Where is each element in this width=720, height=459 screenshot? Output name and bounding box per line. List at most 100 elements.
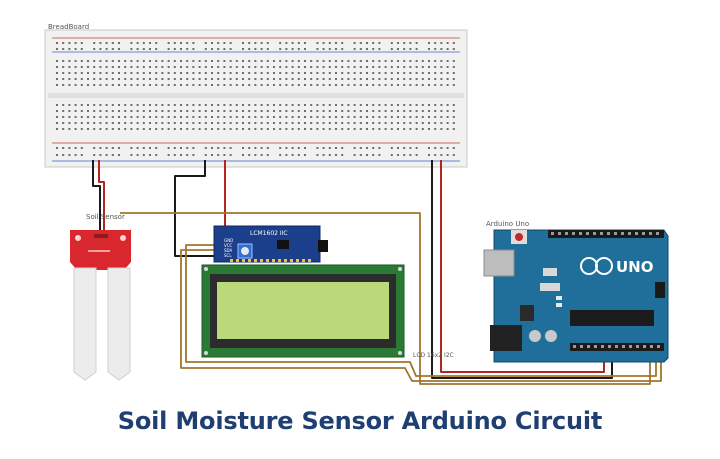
breadboard-hole	[93, 147, 96, 149]
breadboard-hole	[428, 104, 430, 106]
breadboard-hole	[279, 116, 282, 118]
breadboard-hole	[149, 128, 151, 130]
breadboard-hole	[204, 128, 207, 130]
breadboard-hole	[260, 66, 263, 68]
breadboard-hole	[335, 104, 337, 106]
breadboard-hole	[266, 84, 269, 86]
breadboard-hole	[80, 147, 83, 149]
breadboard-hole	[372, 116, 375, 118]
breadboard-hole	[304, 116, 306, 118]
breadboard-hole	[322, 84, 325, 86]
breadboard-hole	[353, 110, 356, 112]
breadboard-hole	[384, 84, 387, 86]
breadboard-hole	[403, 128, 406, 130]
breadboard-hole	[384, 72, 387, 74]
breadboard-hole	[347, 84, 350, 86]
breadboard-hole	[384, 122, 387, 124]
breadboard-hole	[428, 48, 430, 50]
breadboard-hole	[180, 154, 182, 156]
breadboard-hole	[359, 72, 362, 74]
breadboard-hole	[341, 84, 344, 86]
breadboard-hole	[136, 78, 139, 80]
breadboard-hole	[142, 128, 145, 130]
breadboard-hole	[266, 78, 269, 80]
breadboard-hole	[409, 110, 412, 112]
breadboard-hole	[359, 60, 362, 62]
breadboard-hole	[372, 84, 375, 86]
breadboard-hole	[297, 104, 300, 106]
arduino-logo: UNO	[580, 257, 654, 276]
breadboard-hole	[118, 104, 120, 106]
breadboard-hole	[434, 116, 437, 118]
breadboard-hole	[403, 84, 406, 86]
breadboard-hole	[248, 116, 251, 118]
breadboard-hole	[297, 78, 300, 80]
breadboard-hole	[316, 48, 319, 50]
breadboard-hole	[254, 110, 257, 112]
breadboard-hole	[446, 60, 449, 62]
breadboard-hole	[142, 154, 145, 156]
breadboard-hole	[446, 78, 449, 80]
breadboard-hole	[229, 122, 232, 124]
wire-sensor-signal	[120, 212, 651, 385]
breadboard-hole	[266, 104, 269, 106]
breadboard-hole	[366, 84, 368, 86]
breadboard-hole	[421, 60, 424, 62]
breadboard-hole	[452, 66, 455, 68]
breadboard-hole	[80, 84, 83, 86]
breadboard-hole	[428, 116, 430, 118]
breadboard-hole	[291, 154, 294, 156]
breadboard-hole	[446, 48, 449, 50]
i2c-header-pin	[272, 259, 275, 262]
breadboard-hole	[124, 110, 127, 112]
breadboard-hole	[279, 60, 282, 62]
wire-sensor-gnd	[98, 160, 105, 232]
breadboard-hole	[242, 60, 244, 62]
breadboard-hole	[378, 147, 381, 149]
breadboard-hole	[273, 78, 275, 80]
breadboard-hole	[118, 84, 120, 86]
breadboard-hole	[229, 78, 232, 80]
breadboard-hole	[434, 84, 437, 86]
breadboard-hole	[242, 42, 244, 44]
breadboard-hole	[211, 42, 213, 44]
breadboard-hole	[285, 110, 288, 112]
breadboard-hole	[297, 48, 300, 50]
breadboard-hole	[155, 147, 158, 149]
breadboard-hole	[248, 42, 251, 44]
breadboard-hole	[93, 84, 96, 86]
breadboard-hole	[421, 66, 424, 68]
breadboard-hole	[322, 48, 325, 50]
breadboard-hole	[93, 60, 96, 62]
breadboard-hole	[217, 128, 220, 130]
breadboard-hole	[341, 104, 344, 106]
breadboard-hole	[260, 147, 263, 149]
breadboard-hole	[149, 122, 151, 124]
breadboard-hole	[335, 72, 337, 74]
breadboard-hole	[359, 147, 362, 149]
breadboard-hole	[198, 116, 201, 118]
breadboard-hole	[80, 116, 83, 118]
breadboard-hole	[223, 147, 226, 149]
breadboard-hole	[56, 48, 58, 50]
breadboard-hole	[285, 147, 288, 149]
breadboard-hole	[347, 110, 350, 112]
breadboard-hole	[440, 122, 443, 124]
breadboard-hole	[273, 60, 275, 62]
breadboard-hole	[403, 60, 406, 62]
breadboard-hole	[167, 78, 170, 80]
breadboard-hole	[62, 60, 65, 62]
breadboard-hole	[68, 48, 71, 50]
breadboard-hole	[198, 128, 201, 130]
breadboard-hole	[446, 72, 449, 74]
breadboard-hole	[180, 60, 182, 62]
breadboard-hole	[409, 78, 412, 80]
breadboard-hole	[335, 154, 337, 156]
breadboard-hole	[204, 48, 207, 50]
breadboard-hole	[335, 147, 337, 149]
breadboard-hole	[421, 104, 424, 106]
breadboard-hole	[260, 72, 263, 74]
breadboard-hole	[56, 84, 58, 86]
breadboard-hole	[173, 116, 176, 118]
breadboard-hole	[341, 66, 344, 68]
